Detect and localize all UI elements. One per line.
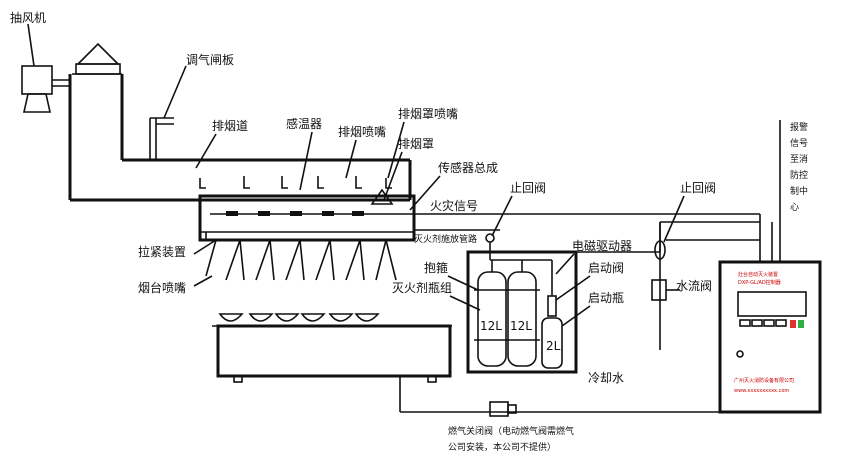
- sensor-assembly-label: 传感器总成: [438, 160, 498, 175]
- solenoid-driver-label: 电磁驱动器: [572, 238, 632, 253]
- water-valve-assembly: [651, 222, 760, 350]
- svg-text:至消: 至消: [790, 153, 808, 165]
- hood-nozzle-label: 排烟罩喷嘴: [398, 107, 458, 121]
- svg-text:信号: 信号: [790, 137, 808, 149]
- hood-label: 排烟罩: [398, 137, 434, 151]
- exhaust-fan-label: 抽风机: [10, 11, 46, 25]
- bottle-12l-b: 12L: [510, 319, 532, 333]
- gas-valve: [399, 376, 720, 417]
- controller-title: 灶台自动灭火装置: [738, 271, 778, 278]
- svg-text:制中: 制中: [790, 185, 808, 197]
- gas-valve-note: 公司安装，本公司不提供）: [448, 441, 556, 453]
- alarm-signal-text: 报警 信号 至消 防控 制中 心: [790, 121, 808, 213]
- bottle-12l-a: 12L: [480, 319, 502, 333]
- chimney-cap: [72, 42, 122, 75]
- stove-nozzle-label: 烟台喷嘴: [138, 280, 186, 295]
- flue-label: 排烟道: [212, 119, 248, 133]
- hood: [198, 194, 416, 242]
- hoop-label: 抱箍: [424, 260, 448, 275]
- check-valve-1: [485, 233, 495, 250]
- svg-text:防控: 防控: [790, 169, 808, 181]
- red-indicator: [790, 320, 796, 328]
- fire-signal-label: 火灾信号: [430, 198, 478, 213]
- water-flow-valve-label: 水流阀: [676, 279, 712, 293]
- agent-bottle-group-label: 灭火剂瓶组: [392, 280, 452, 295]
- damper: [149, 117, 174, 160]
- flue-nozzles: [199, 176, 394, 205]
- agent-pipe-label: 灭火剂施放管路: [414, 233, 477, 245]
- bottle-2l: 2L: [546, 339, 561, 353]
- controller-url: www.xxxxxxxxxx.com: [734, 388, 789, 394]
- stove-nozzles: [205, 232, 397, 281]
- gas-valve-label: 燃气关闭阀（电动燃气阀需燃气: [448, 425, 574, 437]
- stove: [212, 313, 452, 383]
- damper-label: 调气闸板: [186, 52, 234, 67]
- controller-company: 广州灭火消防设备有限公司: [734, 377, 794, 384]
- exhaust-fan: [21, 65, 70, 113]
- start-valve-label: 启动阀: [588, 261, 624, 275]
- tightening-device-label: 拉紧装置: [138, 244, 186, 259]
- svg-text:心: 心: [790, 202, 799, 213]
- controller-model: DXP-GL/AD控制器: [738, 279, 781, 286]
- bottle-cabinet: [466, 250, 578, 374]
- check-valve-1-label: 止回阀: [510, 181, 546, 195]
- controller-box: [718, 260, 822, 414]
- cooling-water-label: 冷却水: [588, 371, 624, 385]
- flue-nozzle-label: 排烟喷嘴: [338, 125, 386, 139]
- green-indicator: [798, 320, 804, 328]
- sensor-bar: [210, 211, 414, 216]
- temp-sensor-label: 感温器: [286, 116, 322, 131]
- flue-duct: [68, 74, 412, 202]
- check-valve-2-label: 止回阀: [680, 181, 716, 195]
- svg-text:报警: 报警: [790, 121, 808, 133]
- start-bottle-label: 启动瓶: [588, 291, 624, 305]
